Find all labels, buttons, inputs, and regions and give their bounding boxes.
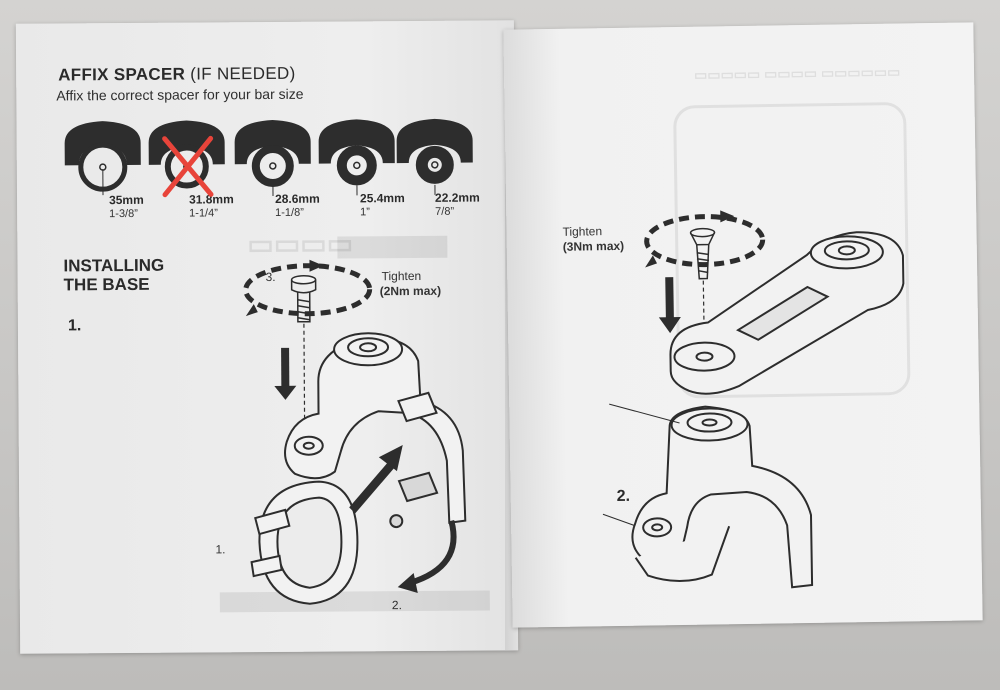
show-through-footer: [219, 590, 490, 613]
show-through-phone: [673, 102, 911, 399]
base-right-icon: [631, 405, 814, 589]
rotate-arrow-icon: [397, 519, 457, 593]
spacer-25-4-icon: [318, 119, 395, 196]
spacer-28-6-icon: [234, 119, 311, 196]
down-arrow-right-icon: [658, 277, 681, 334]
diagonal-arrow-icon: [349, 445, 403, 514]
spacer-31-8-icon: [148, 120, 225, 198]
screw-icon: [290, 274, 317, 323]
down-arrow-icon: [274, 347, 297, 400]
extension-arm-icon: [669, 231, 905, 395]
left-page: ▭▭▭▭ AFFIX SPACER (IF NEEDED) Affix the …: [15, 20, 519, 654]
right-page: ▭▭▭▭▭▭ ▭▭▭▭ ▭▭▭▭▭ Tighten (3Nm max) 2.: [503, 22, 983, 628]
tighten-arrow-right-icon: [644, 210, 766, 268]
show-through-block: [337, 235, 448, 259]
spacer-row: [64, 118, 473, 198]
right-illustration: [602, 102, 911, 589]
spacer-35-icon: [64, 121, 141, 196]
screw-right-icon: [689, 227, 716, 280]
base-mount-icon: [284, 332, 467, 529]
spacer-22-2-icon: [396, 118, 473, 195]
left-illustration: [64, 118, 490, 613]
clamp-ring-icon: [250, 480, 359, 605]
